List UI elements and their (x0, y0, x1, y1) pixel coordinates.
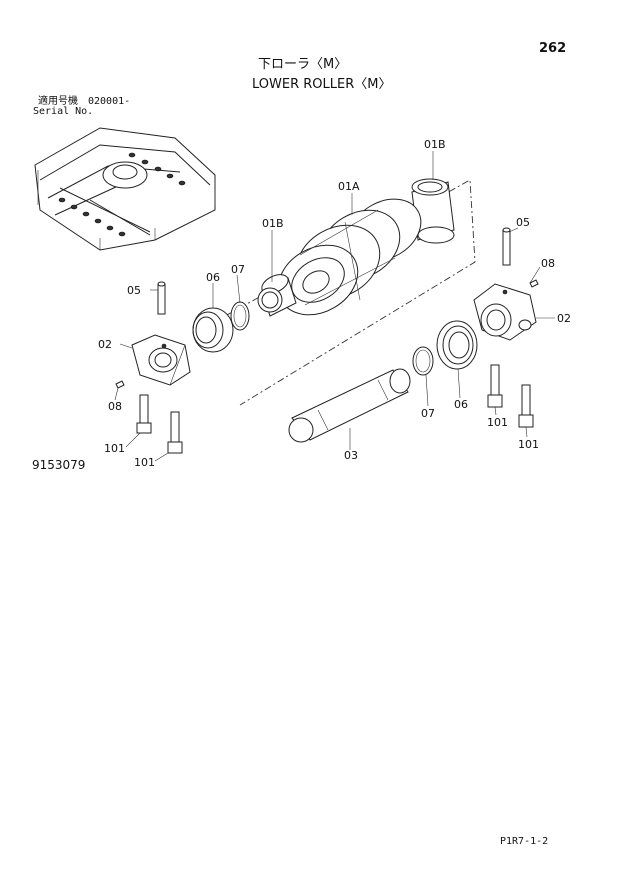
bolt-101-right-a (487, 364, 503, 408)
serial-value: 020001- (88, 96, 131, 107)
drawing-number: 9153079 (32, 458, 86, 472)
callout-06-left: 06 (206, 271, 220, 284)
page-number: 262 (539, 41, 567, 56)
callout-01b-left: 01B (262, 217, 284, 230)
callout-07-right: 07 (421, 407, 435, 420)
plug-08-right (529, 279, 539, 288)
collar-02-right (473, 283, 537, 341)
title-japanese: 下ローラ〈M〉 (258, 57, 348, 72)
plug-08-left (115, 380, 125, 389)
callout-101-right-a: 101 (487, 416, 508, 429)
callout-101-right-b: 101 (518, 438, 539, 451)
bolt-101-left-a (136, 394, 152, 434)
callout-01a: 01A (338, 180, 360, 193)
callout-05-right: 05 (516, 216, 530, 229)
callout-03: 03 (344, 449, 358, 462)
bolt-101-right-b (518, 384, 534, 428)
serial-label-japanese: 適用号機 (38, 96, 78, 107)
floating-seal-06-left (192, 307, 234, 353)
callout-06-right: 06 (454, 398, 468, 411)
pin-05-right (502, 227, 511, 266)
bolt-101-left-b (167, 411, 183, 454)
callout-01b-top: 01B (424, 138, 446, 151)
pin-05-left (157, 281, 166, 315)
roller-shell-01a (277, 198, 422, 316)
callout-08-left: 08 (108, 400, 122, 413)
collar-02-left (131, 334, 191, 386)
undercarriage-overview-illustration (34, 127, 216, 251)
bushing-01b-right (411, 178, 455, 244)
o-ring-07-right (412, 346, 434, 376)
title-english: LOWER ROLLER〈M〉 (252, 77, 392, 92)
callout-02-right: 02 (557, 312, 571, 325)
footer-code: P1R7-1-2 (500, 836, 549, 847)
callout-02-left: 02 (98, 338, 112, 351)
callout-101-left-a: 101 (104, 442, 125, 455)
callout-05-left: 05 (127, 284, 141, 297)
floating-seal-06-right (436, 320, 478, 370)
leader-lines (114, 151, 555, 462)
bushing-01b-left (257, 274, 297, 317)
callout-08-right: 08 (541, 257, 555, 270)
serial-label-english: Serial No. (33, 106, 94, 117)
callout-07-left: 07 (231, 263, 245, 276)
callout-101-left-b: 101 (134, 456, 155, 469)
shaft-03 (288, 368, 411, 443)
